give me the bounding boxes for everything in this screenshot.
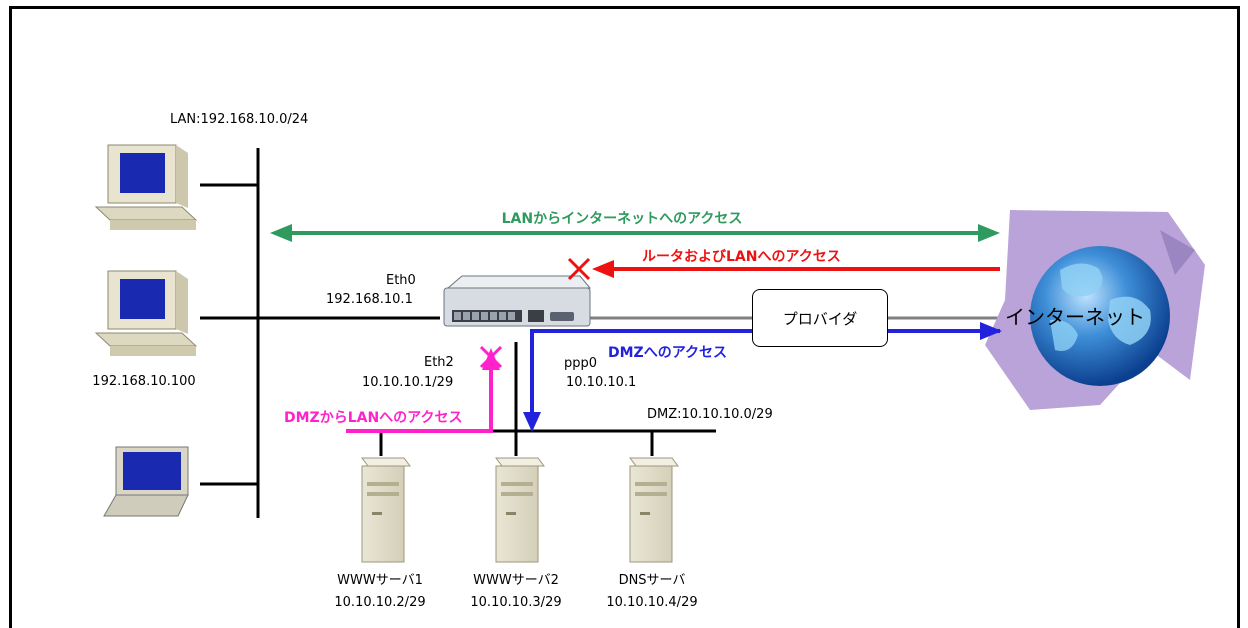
ppp0-ip-label: 10.10.10.1: [566, 375, 636, 391]
eth0-label: Eth0: [386, 273, 416, 289]
pc-1-icon: [96, 145, 196, 230]
router-icon: [444, 276, 590, 326]
laptop-icon: [104, 447, 188, 516]
server-dns-ip: 10.10.10.4/29: [606, 595, 697, 611]
dmz-to-lan-label: DMZからLANへのアクセス: [284, 410, 462, 426]
server-www2-icon: [496, 458, 544, 562]
server-www2-name: WWWサーバ2: [473, 573, 559, 589]
internet-label: インターネット: [1005, 301, 1145, 330]
server-www1-icon: [362, 458, 410, 562]
lan-network-label: LAN:192.168.10.0/24: [170, 112, 308, 128]
lan-to-internet-label: LANからインターネットへのアクセス: [502, 211, 743, 227]
server-dns-icon: [630, 458, 678, 562]
dmz-network-label: DMZ:10.10.10.0/29: [647, 407, 773, 423]
eth2-ip-label: 10.10.10.1/29: [362, 375, 453, 391]
pc2-ip-label: 192.168.10.100: [92, 374, 195, 390]
provider-box: プロバイダ: [752, 289, 888, 347]
to-router-lan-label: ルータおよびLANへのアクセス: [642, 249, 841, 265]
eth2-label: Eth2: [424, 355, 454, 371]
server-www2-ip: 10.10.10.3/29: [470, 595, 561, 611]
provider-label: プロバイダ: [783, 308, 857, 329]
eth0-ip-label: 192.168.10.1: [326, 292, 413, 308]
server-www1-ip: 10.10.10.2/29: [334, 595, 425, 611]
ppp0-label: ppp0: [564, 356, 597, 372]
server-www1-name: WWWサーバ1: [337, 573, 423, 589]
pc-2-icon: [96, 271, 196, 356]
server-dns-name: DNSサーバ: [619, 573, 686, 589]
to-dmz-label: DMZへのアクセス: [608, 345, 727, 361]
